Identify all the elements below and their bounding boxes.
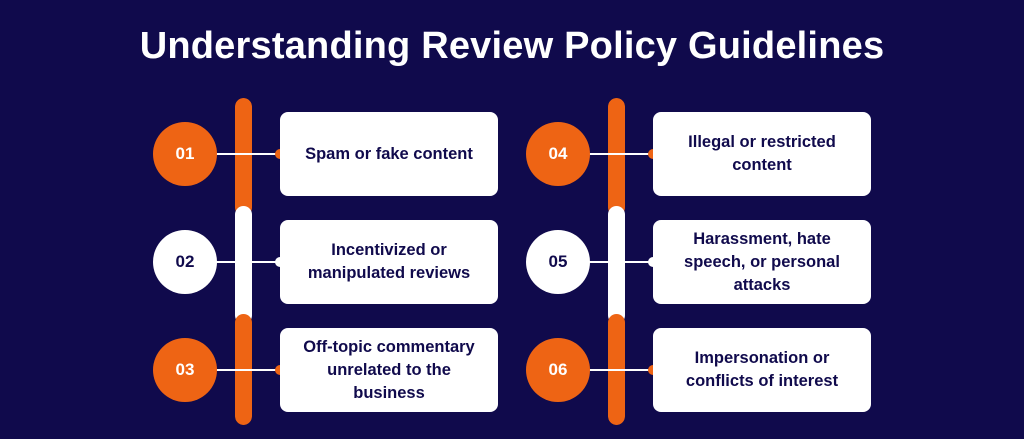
policy-card: Off-topic commentary unrelated to the bu…: [280, 328, 498, 412]
column-right: 04 Illegal or restricted content 05 Hara…: [526, 0, 886, 439]
connector-line: [215, 369, 279, 371]
policy-label: Off-topic commentary unrelated to the bu…: [303, 337, 475, 402]
step-number-badge: 01: [153, 122, 217, 186]
step-number-badge: 06: [526, 338, 590, 402]
policy-item-02: 02 Incentivized or manipulated reviews: [153, 220, 513, 304]
policy-label: Harassment, hate speech, or personal att…: [684, 229, 840, 294]
policy-item-06: 06 Impersonation or conflicts of interes…: [526, 328, 886, 412]
connector-line: [588, 153, 652, 155]
policy-card: Illegal or restricted content: [653, 112, 871, 196]
policy-item-04: 04 Illegal or restricted content: [526, 112, 886, 196]
policy-label: Illegal or restricted content: [688, 133, 836, 174]
step-number-badge: 03: [153, 338, 217, 402]
connector-line: [588, 261, 652, 263]
policy-label: Spam or fake content: [305, 144, 473, 163]
page-title: Understanding Review Policy Guidelines: [139, 25, 885, 67]
timeline-segment: [235, 206, 252, 324]
policy-item-03: 03 Off-topic commentary unrelated to the…: [153, 328, 513, 412]
policy-item-01: 01 Spam or fake content: [153, 112, 513, 196]
timeline-segment: [608, 98, 625, 216]
connector-line: [215, 153, 279, 155]
column-left: 01 Spam or fake content 02 Incentivized …: [153, 0, 513, 439]
connector-line: [215, 261, 279, 263]
step-number-badge: 02: [153, 230, 217, 294]
policy-card: Incentivized or manipulated reviews: [280, 220, 498, 304]
policy-card: Harassment, hate speech, or personal att…: [653, 220, 871, 304]
policy-label: Impersonation or conflicts of interest: [685, 349, 839, 390]
policy-item-05: 05 Harassment, hate speech, or personal …: [526, 220, 886, 304]
step-number-badge: 05: [526, 230, 590, 294]
step-number-badge: 04: [526, 122, 590, 186]
policy-card: Impersonation or conflicts of interest: [653, 328, 871, 412]
policy-label: Incentivized or manipulated reviews: [307, 241, 471, 282]
connector-line: [588, 369, 652, 371]
policy-card: Spam or fake content: [280, 112, 498, 196]
timeline-segment: [608, 206, 625, 324]
timeline-segment: [235, 98, 252, 216]
